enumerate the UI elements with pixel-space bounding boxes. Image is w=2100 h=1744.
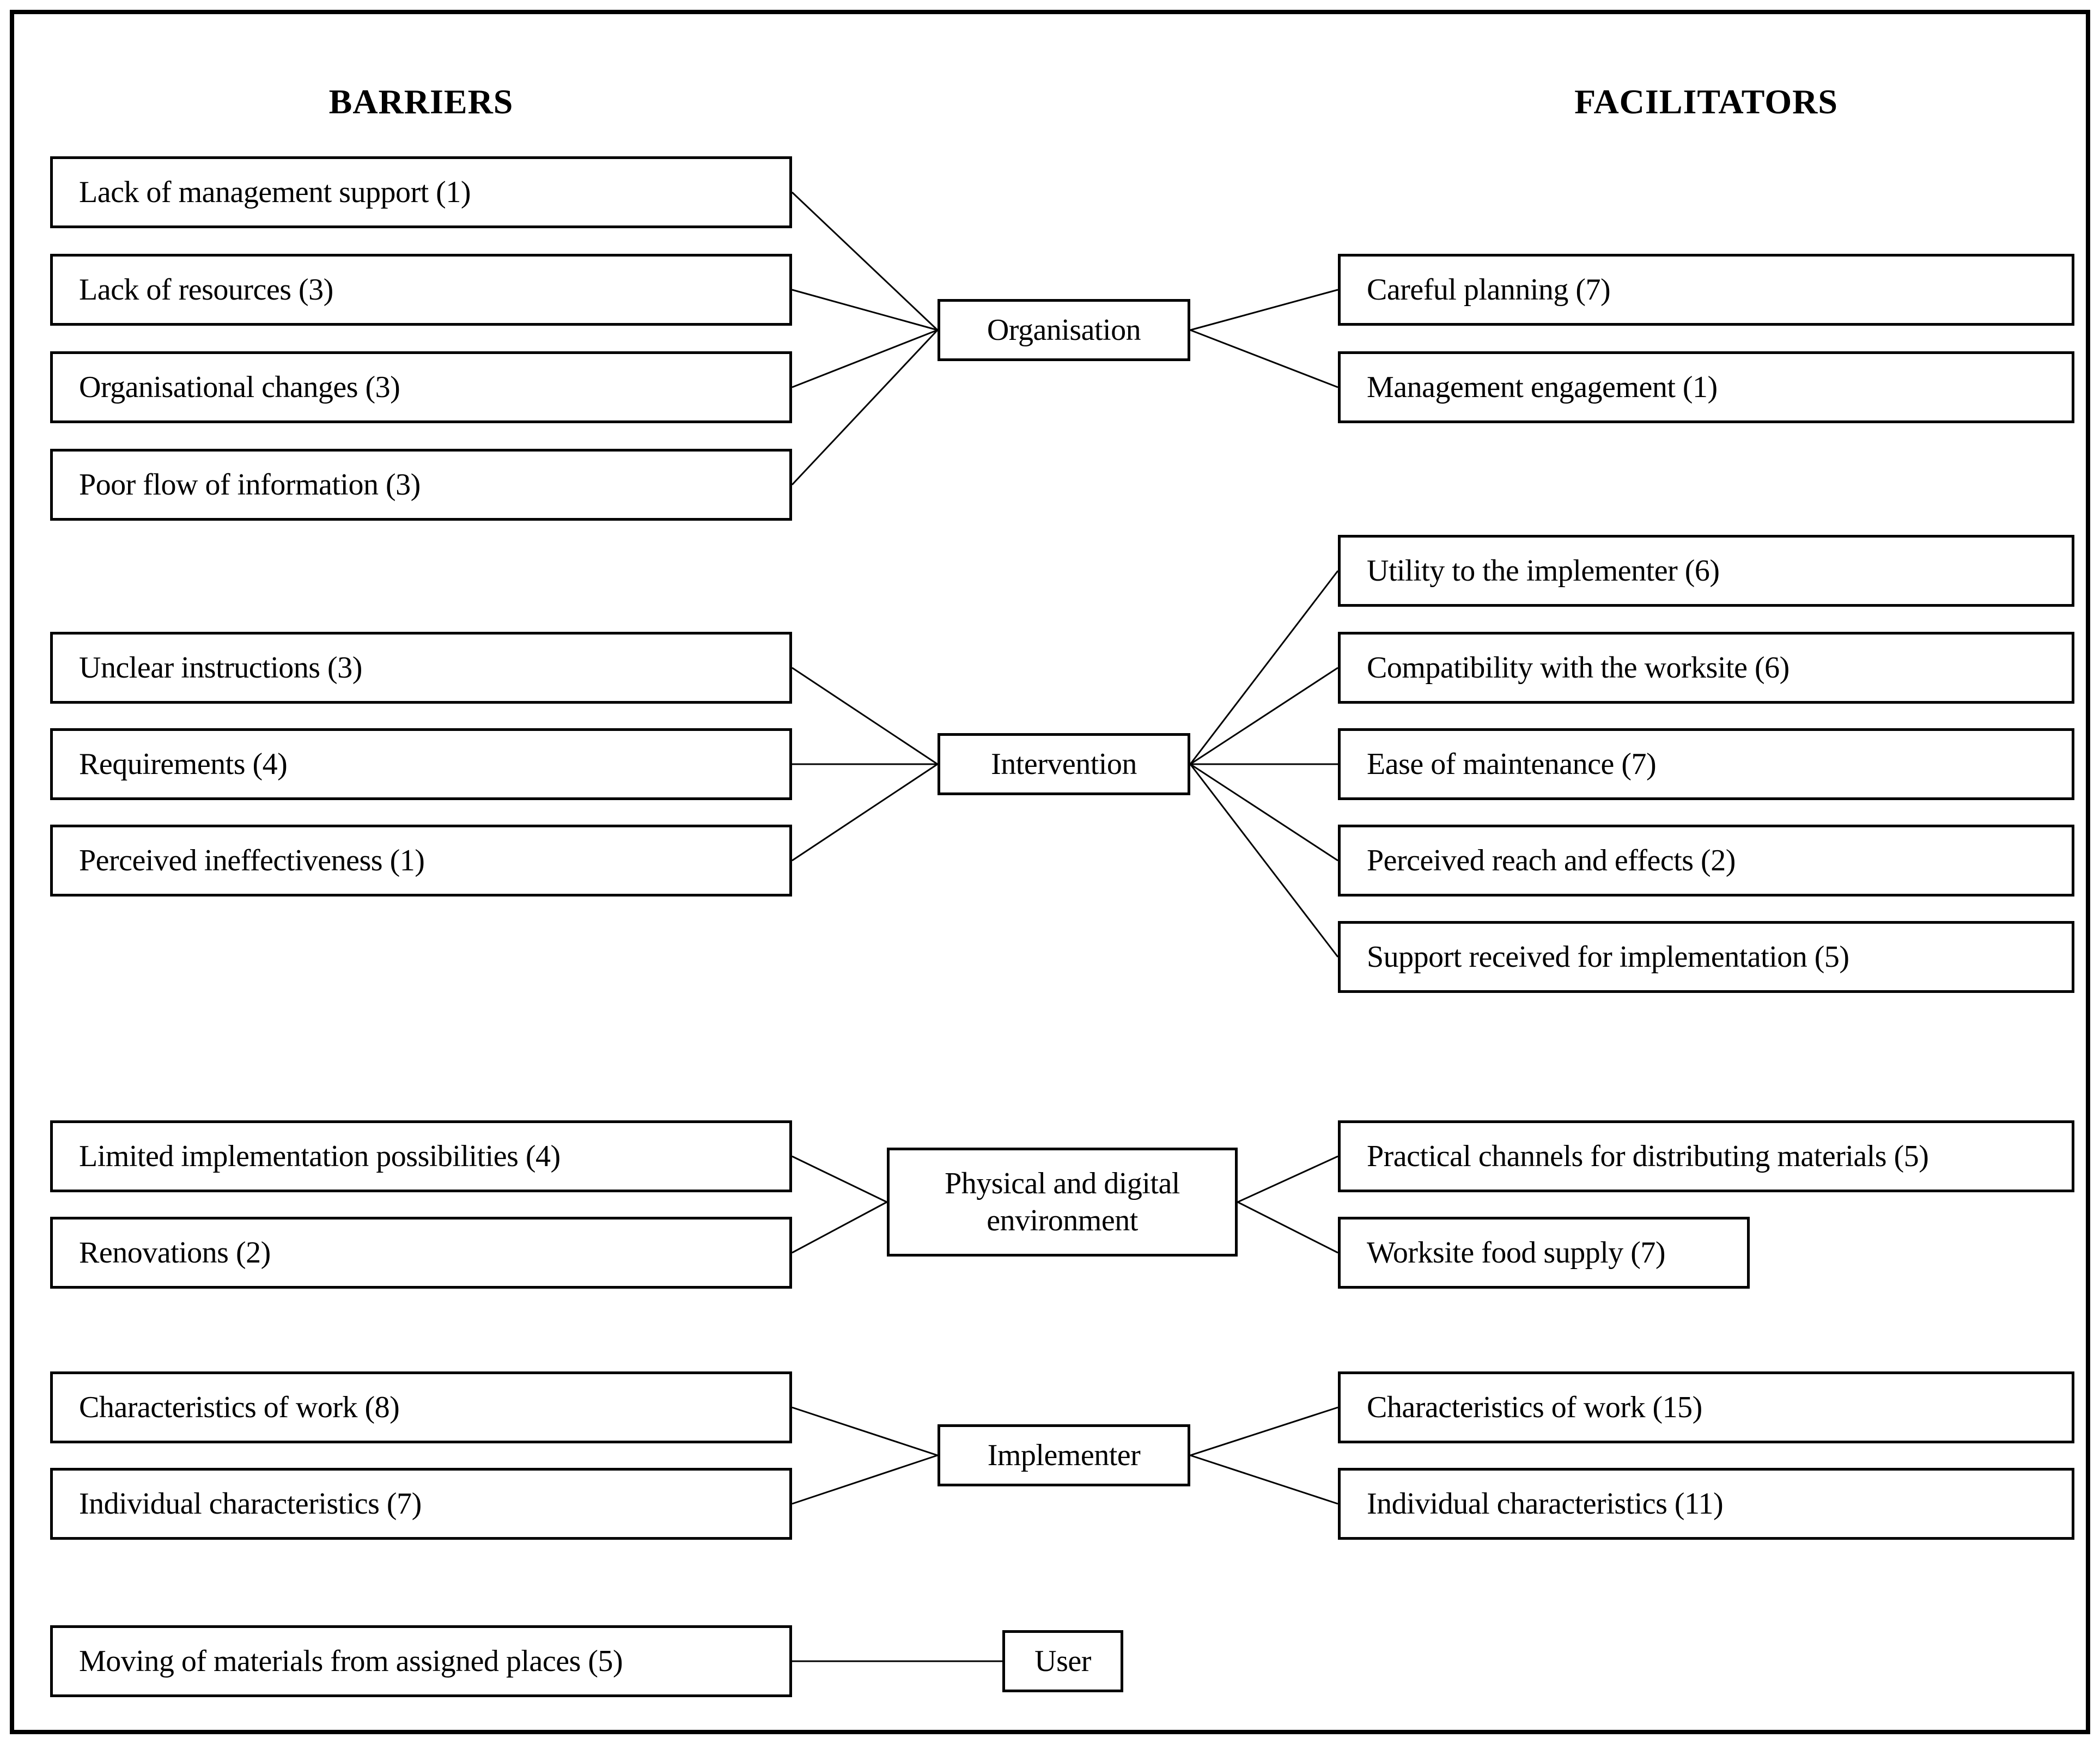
facilitator-box: Careful planning (7) — [1338, 254, 2074, 326]
connector-line — [792, 667, 938, 765]
connector-line — [792, 1406, 938, 1456]
barrier-box: Unclear instructions (3) — [50, 632, 792, 704]
connector-line — [1237, 1155, 1338, 1203]
facilitator-box: Management engagement (1) — [1338, 351, 2074, 423]
facilitator-box: Practical channels for distributing mate… — [1338, 1120, 2074, 1192]
connector-line — [792, 763, 938, 862]
connector-line — [792, 1454, 938, 1505]
connector-line — [792, 1155, 887, 1203]
barrier-box: Requirements (4) — [50, 728, 792, 800]
connector-line — [1190, 1454, 1338, 1505]
facilitator-box: Perceived reach and effects (2) — [1338, 825, 2074, 897]
barriers-heading: BARRIERS — [328, 82, 514, 121]
connector-line — [1189, 570, 1339, 765]
connector-line — [791, 191, 939, 331]
category-box-physical-digital-environment: Physical and digital environment — [887, 1148, 1238, 1257]
category-box-intervention: Intervention — [938, 733, 1190, 795]
connector-line — [1190, 329, 1338, 388]
connector-line — [792, 289, 938, 331]
connector-line — [1237, 1201, 1338, 1254]
facilitators-heading: FACILITATORS — [1574, 82, 1838, 121]
facilitator-box: Utility to the implementer (6) — [1338, 535, 2074, 607]
barrier-box: Renovations (2) — [50, 1217, 792, 1289]
figure-border — [10, 10, 2090, 1734]
connector-line — [1190, 289, 1338, 331]
facilitator-box: Individual characteristics (11) — [1338, 1468, 2074, 1540]
connector-line — [792, 1201, 887, 1254]
facilitator-box: Characteristics of work (15) — [1338, 1371, 2074, 1443]
barrier-box: Characteristics of work (8) — [50, 1371, 792, 1443]
facilitator-box: Worksite food supply (7) — [1338, 1217, 1750, 1289]
barrier-box: Lack of resources (3) — [50, 254, 792, 326]
category-box-organisation: Organisation — [938, 299, 1190, 361]
facilitator-box: Ease of maintenance (7) — [1338, 728, 2074, 800]
connector-line — [1190, 1406, 1338, 1456]
barrier-box: Perceived ineffectiveness (1) — [50, 825, 792, 897]
barrier-box: Organisational changes (3) — [50, 351, 792, 423]
barrier-box: Poor flow of information (3) — [50, 449, 792, 521]
barrier-box: Lack of management support (1) — [50, 156, 792, 228]
category-box-implementer: Implementer — [938, 1424, 1190, 1486]
barrier-box: Limited implementation possibilities (4) — [50, 1120, 792, 1192]
facilitator-box: Support received for implementation (5) — [1338, 921, 2074, 993]
category-box-user: User — [1002, 1630, 1123, 1692]
connector-line — [1189, 764, 1339, 958]
facilitator-box: Compatibility with the worksite (6) — [1338, 632, 2074, 704]
connector-line — [1190, 667, 1338, 765]
connector-line — [1190, 763, 1338, 862]
barrier-box: Individual characteristics (7) — [50, 1468, 792, 1540]
connector-line — [792, 329, 938, 388]
connector-line — [791, 329, 939, 486]
barrier-box: Moving of materials from assigned places… — [50, 1625, 792, 1697]
